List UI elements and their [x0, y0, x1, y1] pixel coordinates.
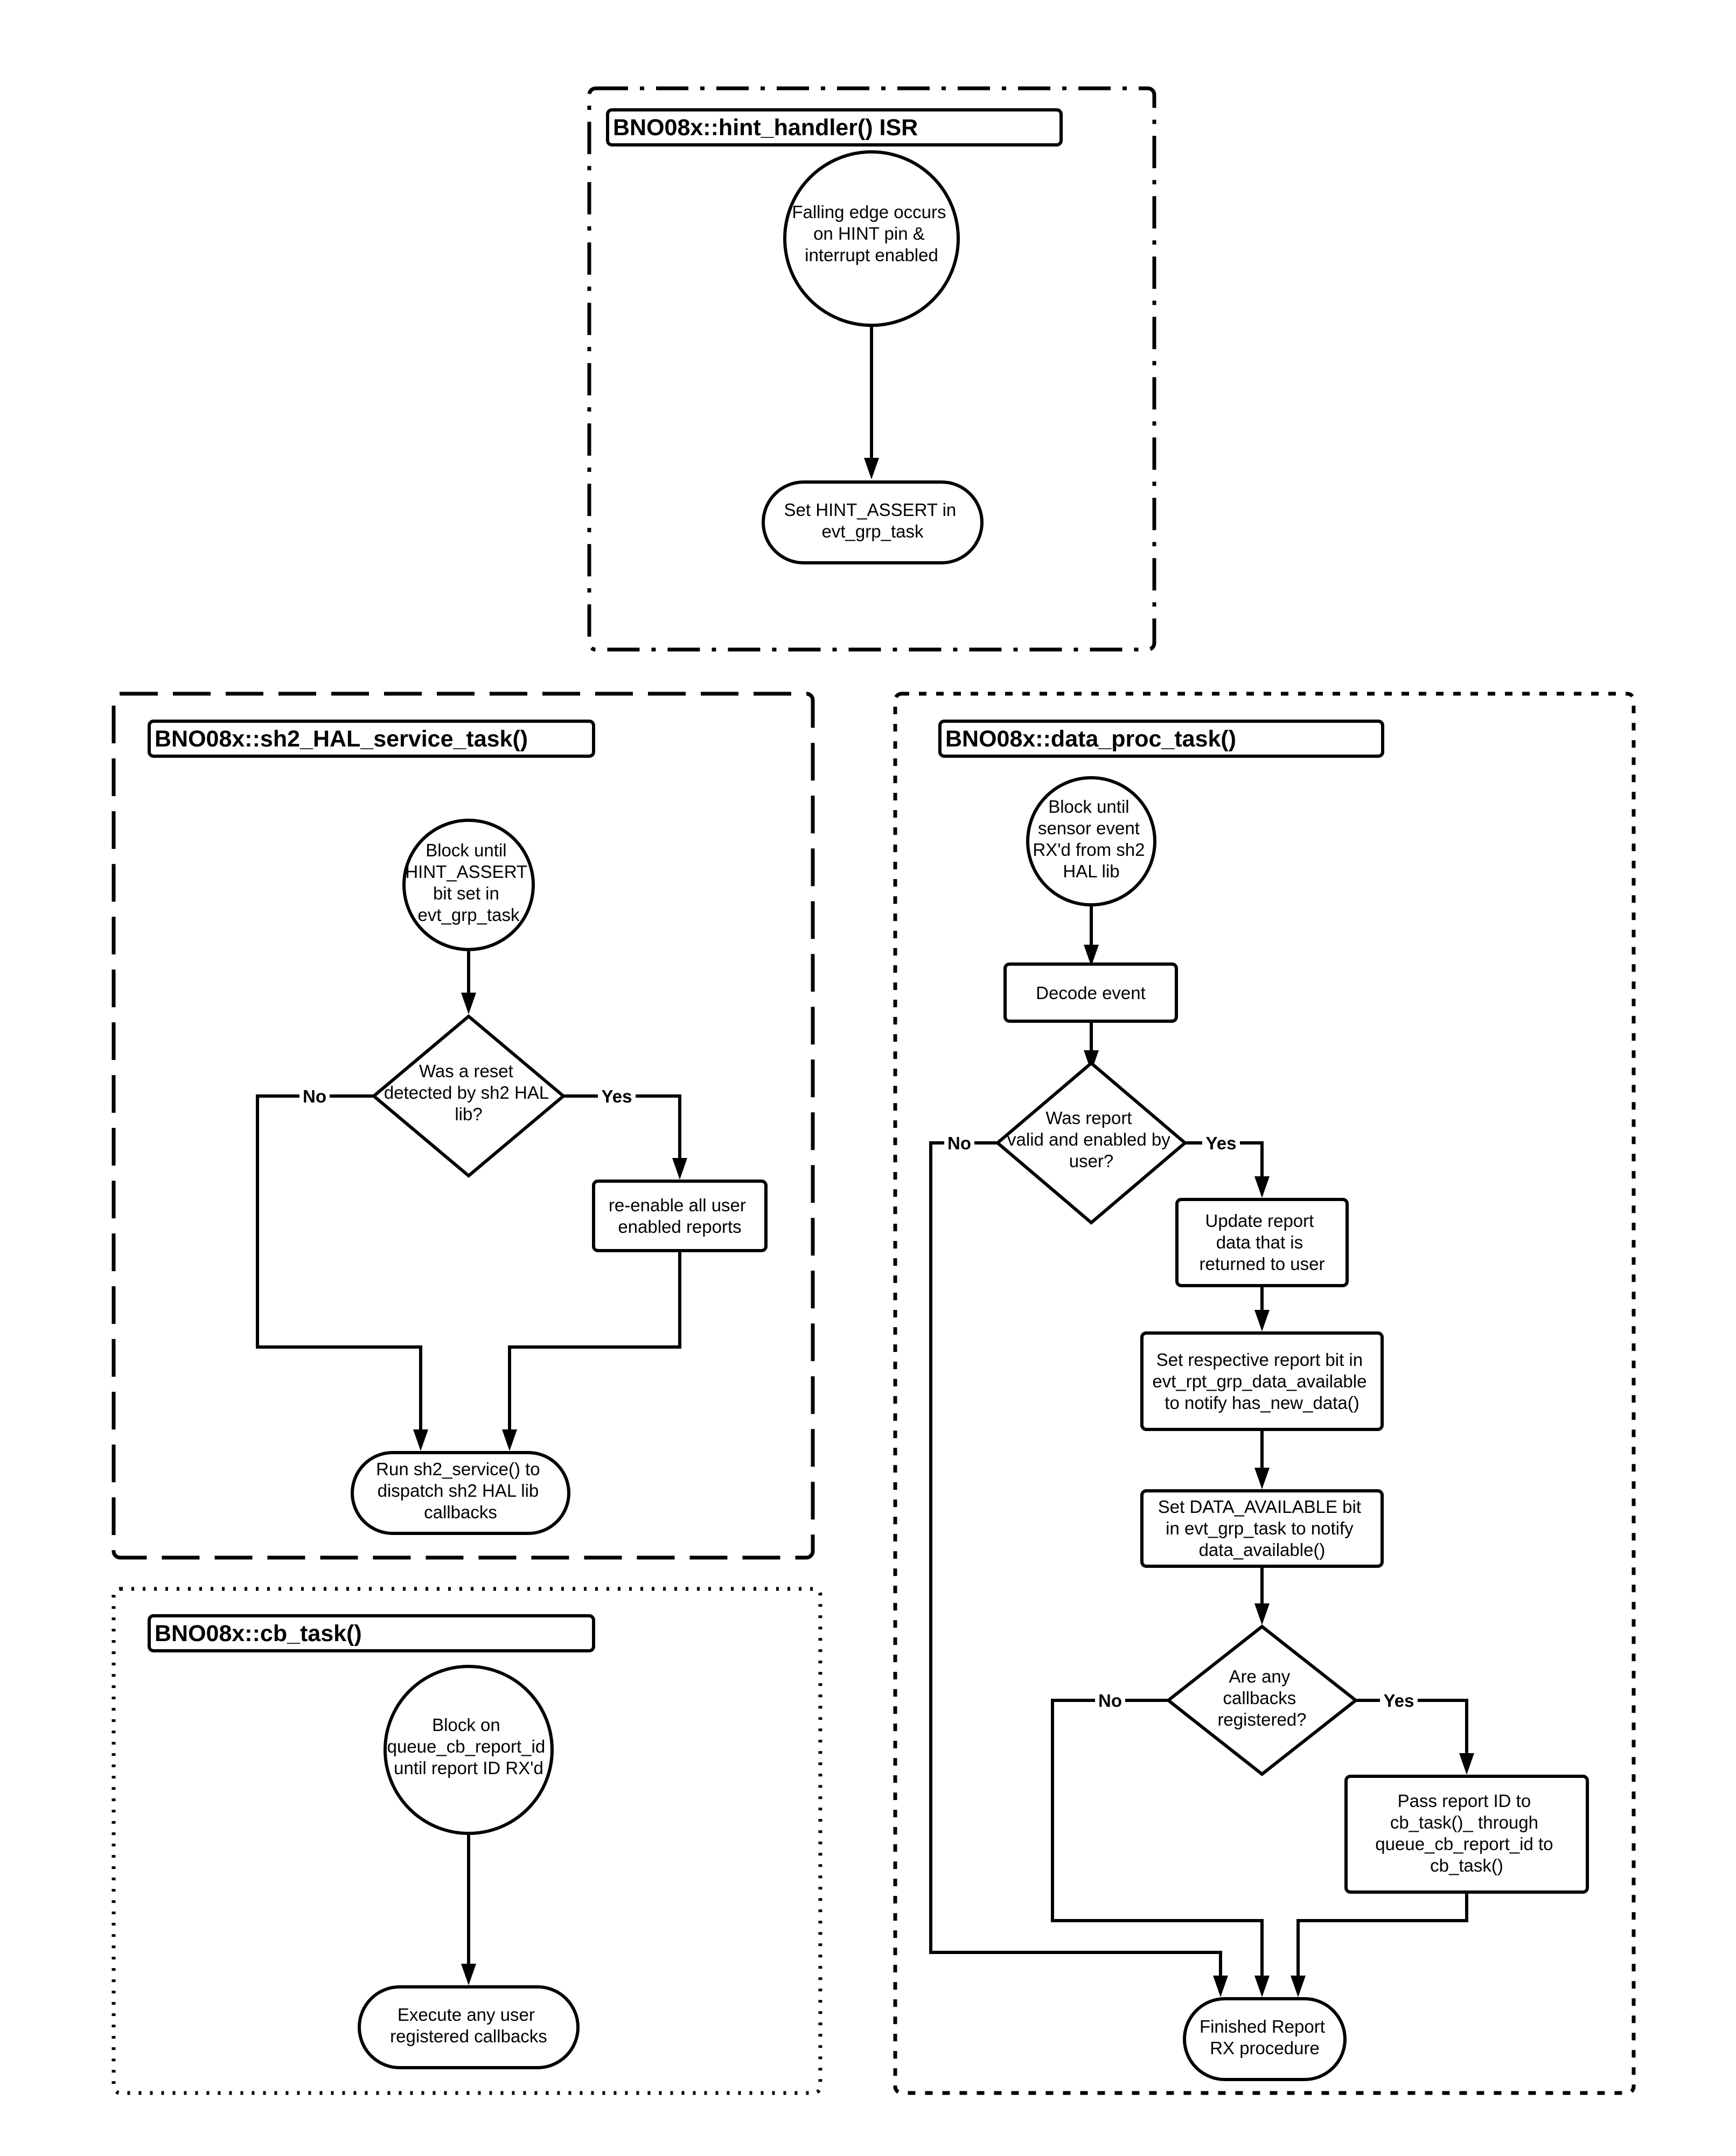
- node-hint-set: Set HINT_ASSERT in evt_grp_task: [762, 480, 984, 564]
- node-dp-decode: Decode event: [1003, 962, 1178, 1023]
- node-dp-update: Update report data that is returned to u…: [1175, 1198, 1349, 1287]
- group-frame-cb-task: [111, 1587, 822, 2095]
- arrowhead: [1213, 1976, 1228, 1997]
- branch-label-yes: Yes: [1384, 1691, 1414, 1711]
- edge-dp-cb-no: [1051, 1699, 1264, 1981]
- arrowhead: [1254, 1468, 1270, 1489]
- edge-hal-no: [256, 1094, 422, 1435]
- node-hal-service: Run sh2_service() to dispatch sh2 HAL li…: [351, 1451, 570, 1535]
- arrowhead: [461, 993, 476, 1014]
- node-label: Block until sensor event RX'd from sh2 H…: [1033, 797, 1149, 881]
- node-dp-block: Block until sensor event RX'd from sh2 H…: [1026, 776, 1156, 906]
- node-label: Set respective report bit in evt_rpt_grp…: [1152, 1350, 1371, 1413]
- node-label: Execute any user registered callbacks: [390, 2005, 547, 2046]
- branch-label-yes: Yes: [1206, 1133, 1237, 1153]
- node-label: Was report valid and enabled by user?: [1007, 1108, 1175, 1171]
- arrowhead: [1084, 945, 1099, 966]
- arrowhead: [1291, 1976, 1306, 1997]
- node-cb-exec: Execute any user registered callbacks: [358, 1985, 580, 2069]
- branch-label-no: No: [303, 1086, 326, 1106]
- node-label: Update report data that is returned to u…: [1200, 1211, 1325, 1274]
- group-title-cb-task: BNO08x::cb_task(): [148, 1614, 595, 1652]
- group-title-text: BNO08x::sh2_HAL_service_task(): [155, 726, 528, 752]
- edge-dp-pass-to-finish: [1296, 1892, 1468, 1981]
- node-label: Set DATA_AVAILABLE bit in evt_grp_task t…: [1158, 1497, 1366, 1560]
- group-title-text: BNO08x::cb_task(): [155, 1621, 362, 1646]
- node-label: Are any callbacks registered?: [1217, 1666, 1306, 1729]
- group-frame-data-proc: [893, 692, 1636, 2095]
- arrowheads: [413, 458, 1474, 1997]
- branch-label-no: No: [947, 1133, 971, 1153]
- node-hint-start: Falling edge occurs on HINT pin & interr…: [783, 150, 960, 327]
- arrowhead: [1254, 1976, 1270, 1997]
- branch-label-no: No: [1098, 1691, 1122, 1711]
- node-dp-callbacks-question: Are any callbacks registered?: [1166, 1624, 1358, 1776]
- arrowhead: [672, 1158, 687, 1180]
- branch-labels: No Yes No Yes No Yes: [299, 1084, 1418, 1713]
- edge-hal-reenable-to-service: [508, 1251, 681, 1435]
- node-dp-finish: Finished Report RX procedure: [1183, 1997, 1347, 2081]
- group-frame-sh2-hal-service: [111, 692, 815, 1560]
- node-dp-pass-report: Pass report ID to cb_task()_ through que…: [1344, 1775, 1589, 1894]
- node-hal-block: Block until HINT_ASSERT bit set in evt_g…: [402, 819, 535, 951]
- node-dp-set-data-available: Set DATA_AVAILABLE bit in evt_grp_task t…: [1140, 1489, 1384, 1568]
- arrowhead: [502, 1429, 517, 1451]
- node-label: Block on queue_cb_report_id until report…: [387, 1715, 550, 1778]
- node-label: Run sh2_service() to dispatch sh2 HAL li…: [376, 1459, 545, 1522]
- node-label: Pass report ID to cb_task()_ through que…: [1375, 1791, 1558, 1875]
- node-label: Decode event: [1036, 983, 1146, 1003]
- group-title-sh2-hal-service: BNO08x::sh2_HAL_service_task(): [148, 720, 595, 758]
- node-hal-reenable: re-enable all user enabled reports: [592, 1180, 768, 1252]
- group-title-text: BNO08x::hint_handler() ISR: [613, 115, 918, 141]
- arrowhead: [864, 458, 879, 479]
- arrowhead: [1254, 1603, 1270, 1625]
- arrowhead: [1459, 1753, 1474, 1775]
- node-hal-reset-question: Was a reset detected by sh2 HAL lib?: [371, 1014, 566, 1178]
- node-label: Finished Report RX procedure: [1200, 2017, 1330, 2058]
- node-label: Was a reset detected by sh2 HAL lib?: [384, 1061, 553, 1124]
- arrowhead: [461, 1964, 476, 1985]
- node-dp-valid-question: Was report valid and enabled by user?: [995, 1061, 1188, 1225]
- group-title-hint-handler: BNO08x::hint_handler() ISR: [606, 108, 1063, 146]
- arrowhead: [1254, 1176, 1270, 1198]
- node-label: Block until HINT_ASSERT bit set in evt_g…: [405, 840, 532, 925]
- group-frame-hint-handler: [587, 86, 1156, 652]
- branch-label-yes: Yes: [602, 1086, 632, 1106]
- node-label: Falling edge occurs on HINT pin & interr…: [792, 202, 951, 265]
- arrowhead: [1084, 1050, 1099, 1072]
- node-cb-block: Block on queue_cb_report_id until report…: [384, 1665, 554, 1835]
- arrowhead: [413, 1429, 428, 1451]
- node-label: re-enable all user enabled reports: [609, 1195, 751, 1237]
- node-label: Set HINT_ASSERT in evt_grp_task: [784, 500, 961, 541]
- group-title-text: BNO08x::data_proc_task(): [945, 726, 1236, 752]
- group-title-data-proc: BNO08x::data_proc_task(): [938, 720, 1384, 758]
- node-dp-set-report-bit: Set respective report bit in evt_rpt_grp…: [1140, 1331, 1384, 1431]
- arrowhead: [1254, 1310, 1270, 1331]
